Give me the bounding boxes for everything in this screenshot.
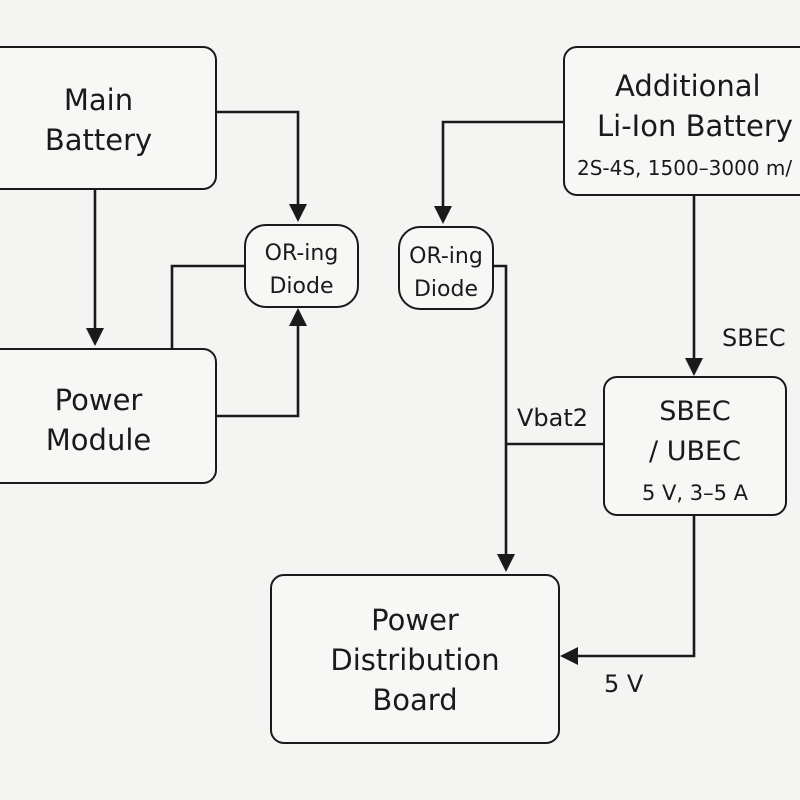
arrowhead-down-icon [86, 328, 104, 346]
main-battery-box: Main Battery [0, 46, 217, 190]
sbec-rating: 5 V, 3–5 A [641, 481, 748, 505]
additional-battery-line1: Additional [615, 69, 761, 103]
sbec-label-line2: / UBEC [649, 436, 741, 467]
additional-battery-box: Additional Li-Ion Battery 2S-4S, 1500–30… [563, 46, 800, 196]
sbec-wire-label: SBEC [722, 324, 786, 352]
wire-sbec-to-pdb [576, 516, 696, 658]
additional-battery-line2: Li-Ion Battery [597, 109, 793, 143]
main-battery-label-line2: Battery [44, 123, 153, 157]
wire-additional-battery-to-diode [441, 120, 563, 208]
pdb-label-line2: Distribution [330, 643, 500, 677]
arrowhead-down-icon [434, 206, 452, 224]
oring-diode-right: OR-ing Diode [398, 226, 494, 310]
wire-power-module-to-diode [170, 264, 244, 348]
wire-diode-to-pdb [492, 264, 508, 556]
oring-diode-left-line1: OR-ing [264, 241, 339, 266]
additional-battery-spec: 2S-4S, 1500–3000 m/ [577, 156, 793, 180]
vbat2-label: Vbat2 [517, 404, 589, 432]
oring-diode-right-line2: Diode [413, 277, 478, 302]
oring-diode-left: OR-ing Diode [244, 224, 359, 308]
arrowhead-down-icon [497, 554, 515, 572]
arrowhead-up-icon [289, 308, 307, 326]
sbec-ubec-box: SBEC / UBEC 5 V, 3–5 A [603, 376, 787, 516]
power-module-label-line2: Module [45, 423, 152, 457]
arrowhead-down-icon [685, 358, 703, 376]
power-distribution-board-box: Power Distribution Board [270, 574, 560, 744]
wire-power-module-up-to-diode [217, 324, 300, 418]
main-battery-label-line1: Main [63, 83, 134, 117]
pdb-label-line1: Power [371, 603, 459, 637]
power-module-label-line1: Power [54, 383, 143, 417]
power-module-box: Power Module [0, 348, 217, 484]
wire-main-battery-to-diode [217, 110, 300, 206]
sbec-label-line1: SBEC [659, 396, 731, 427]
arrowhead-left-icon [560, 647, 578, 665]
pdb-label-line3: Board [372, 683, 458, 717]
oring-diode-left-line2: Diode [269, 274, 334, 299]
five-v-label: 5 V [604, 670, 644, 698]
arrowhead-down-icon [289, 204, 307, 222]
oring-diode-right-line1: OR-ing [409, 244, 483, 269]
